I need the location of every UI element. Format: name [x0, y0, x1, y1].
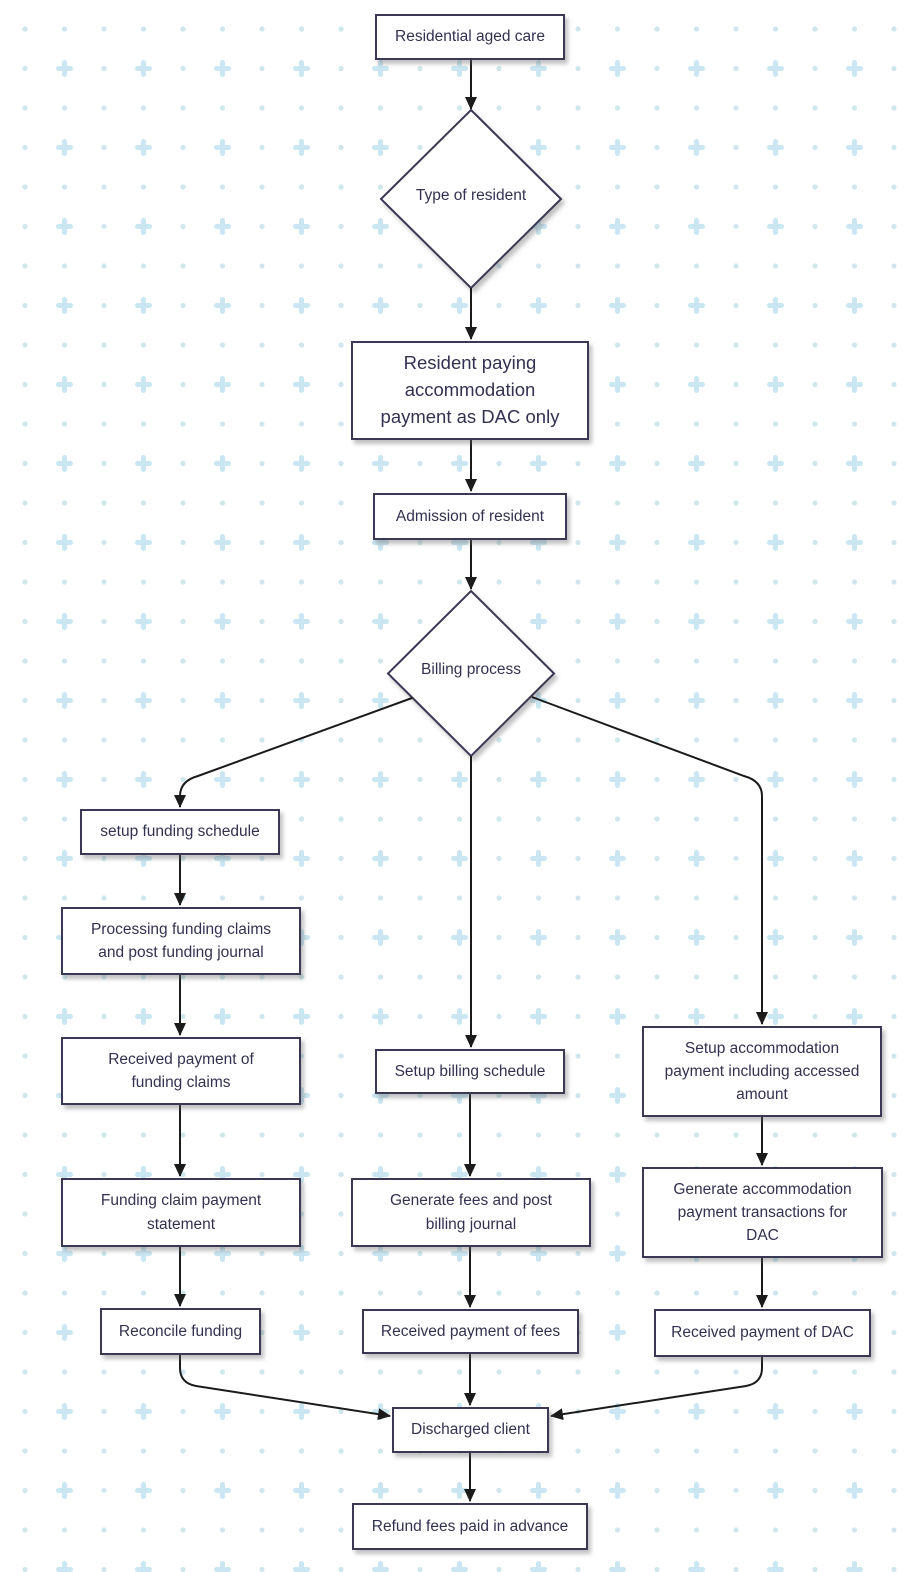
node-processing-funding-claims: Processing funding claims and post fundi…	[61, 907, 301, 975]
node-label: Discharged client	[411, 1421, 530, 1439]
node-label: Reconcile funding	[118, 1322, 243, 1340]
node-received-payment-of-fees: Received payment of fees	[362, 1309, 579, 1354]
node-label: Refund fees paid in advance	[371, 1517, 569, 1535]
node-label: Received payment of funding claims	[108, 1050, 254, 1091]
node-label: Admission of resident	[395, 507, 545, 525]
node-setup-funding-schedule: setup funding schedule	[80, 809, 280, 855]
node-funding-claim-payment-statement: Funding claim payment statement	[61, 1178, 301, 1247]
node-residential-aged-care: Residential aged care	[375, 14, 565, 60]
edge-billing-to-setup-funding	[174, 697, 413, 808]
node-discharged-client: Discharged client	[392, 1407, 549, 1453]
node-label: Generate fees and post billing journal	[389, 1192, 552, 1233]
node-label: Funding claim payment statement	[100, 1192, 262, 1233]
node-label: Processing funding claims and post fundi…	[90, 920, 272, 961]
node-billing-process-label: Billing process	[421, 661, 521, 678]
node-type-of-resident-label: Type of resident	[415, 187, 527, 204]
node-admission-of-resident: Admission of resident	[373, 493, 567, 540]
node-label: Received payment of DAC	[671, 1324, 854, 1342]
edge-billing-to-setup-accommodation	[531, 696, 768, 1025]
edge-received-dac-to-discharged	[550, 1357, 763, 1421]
node-label: Setup accommodation payment including ac…	[664, 1039, 860, 1104]
node-label: setup funding schedule	[100, 823, 260, 841]
node-reconcile-funding: Reconcile funding	[100, 1308, 261, 1355]
node-refund-fees-paid-in-advance: Refund fees paid in advance	[352, 1503, 588, 1550]
node-setup-accommodation-payment: Setup accommodation payment including ac…	[642, 1026, 882, 1117]
node-generate-fees-post-billing-journal: Generate fees and post billing journal	[351, 1178, 591, 1247]
edge-reconcile-to-discharged	[179, 1355, 391, 1421]
node-label: Resident paying accommodation payment as…	[380, 352, 560, 427]
node-label: Generate accommodation payment transacti…	[673, 1180, 852, 1245]
node-resident-paying-dac: Resident paying accommodation payment as…	[351, 341, 589, 440]
node-label: Setup billing schedule	[394, 1062, 546, 1080]
node-setup-billing-schedule: Setup billing schedule	[375, 1049, 565, 1094]
node-generate-accommodation-payment: Generate accommodation payment transacti…	[642, 1167, 883, 1258]
node-label: Residential aged care	[395, 28, 545, 46]
node-received-payment-of-dac: Received payment of DAC	[654, 1309, 871, 1357]
node-label: Received payment of fees	[380, 1322, 561, 1340]
node-received-payment-funding-claims: Received payment of funding claims	[61, 1037, 301, 1105]
